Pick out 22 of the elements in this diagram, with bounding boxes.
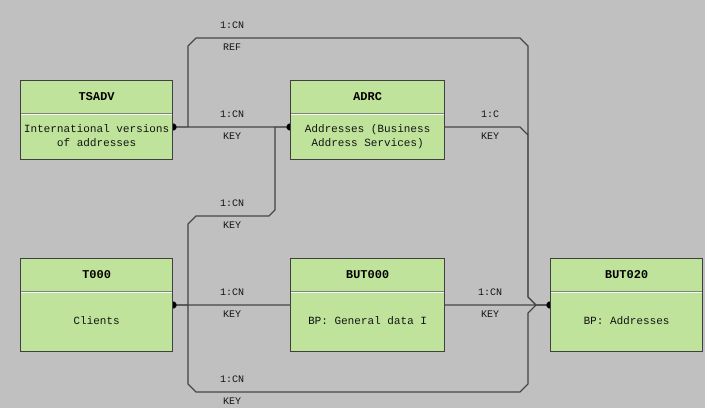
edge-label: 1:CN REF — [218, 20, 245, 56]
table-description: Clients — [73, 314, 120, 328]
table-name: T000 — [82, 268, 111, 282]
edge-label: 1:CN KEY — [218, 198, 245, 234]
table-box — [550, 258, 703, 352]
edge-label: 1:C KEY — [480, 109, 500, 145]
table-box — [290, 258, 445, 352]
edge-label: 1:CN KEY — [218, 374, 245, 408]
table-description: BP: General data I — [308, 314, 427, 328]
table-box — [20, 258, 173, 352]
table-name: BUT000 — [346, 268, 390, 282]
table-description: International versions of addresses — [23, 122, 170, 150]
table-box — [20, 80, 173, 160]
table-box — [290, 80, 445, 160]
edge-label: 1:CN KEY — [476, 287, 503, 323]
table-name: ADRC — [353, 90, 382, 104]
table-description: BP: Addresses — [584, 314, 670, 328]
table-description: Addresses (Business Address Services) — [304, 122, 432, 150]
edge-label: 1:CN KEY — [218, 287, 245, 323]
table-name: TSADV — [78, 90, 114, 104]
table-name: BUT020 — [604, 268, 648, 282]
edge-label: 1:CN KEY — [218, 109, 245, 145]
